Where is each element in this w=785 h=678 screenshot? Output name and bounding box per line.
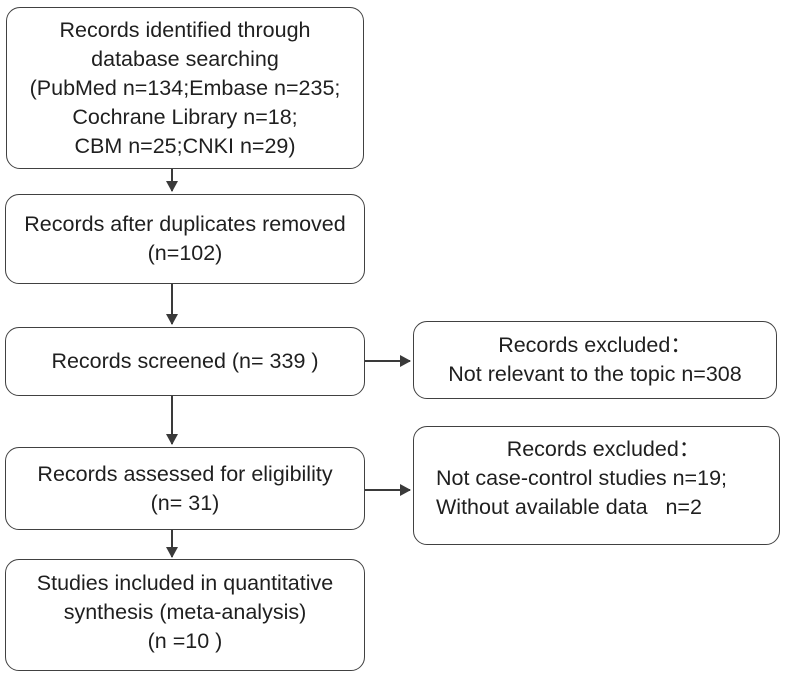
arrow-eligibility-to-included — [165, 530, 178, 558]
box-records-excluded-screening: Records excluded： Not relevant to the to… — [413, 321, 777, 399]
box-text-line: (PubMed n=134;Embase n=235; — [29, 75, 341, 100]
box-text-line: (n=102) — [147, 241, 223, 265]
arrow-duplicates-to-screened — [165, 284, 178, 325]
box-text-line: Not relevant to the topic n=308 — [448, 362, 742, 386]
arrow-screened-to-eligibility — [165, 396, 178, 445]
arrowhead-right-icon — [400, 483, 411, 496]
box-text-line: Studies included in quantitative — [36, 571, 334, 595]
arrowhead-right-icon — [400, 354, 411, 367]
arrowhead-down-icon — [165, 434, 178, 445]
box-records-identified: Records identified through database sear… — [6, 7, 364, 169]
arrowhead-down-icon — [165, 547, 178, 558]
box-text-line: (n= 31) — [150, 490, 220, 515]
arrow-screened-to-excluded — [365, 354, 411, 367]
box-studies-included: Studies included in quantitative synthes… — [5, 559, 365, 671]
arrowhead-down-icon — [165, 181, 178, 192]
box-text-line: (n =10 ) — [147, 629, 223, 653]
box-text-line: Records after duplicates removed — [24, 212, 346, 236]
arrow-identification-to-duplicates — [165, 169, 178, 192]
box-text-line: Records identified through — [59, 17, 311, 42]
arrow-eligibility-to-excluded — [365, 483, 411, 496]
box-duplicates-removed: Records after duplicates removed (n=102) — [5, 194, 365, 284]
box-text-line: Cochrane Library n=18; — [72, 104, 298, 129]
box-text-line: Records excluded： — [498, 333, 692, 357]
box-text-line: synthesis (meta-analysis) — [63, 600, 307, 624]
box-records-screened: Records screened (n= 339 ) — [5, 327, 365, 396]
arrowhead-down-icon — [165, 314, 178, 325]
box-text-line: Without available data n=2 — [436, 495, 702, 519]
box-text-line: CBM n=25;CNKI n=29) — [74, 133, 296, 158]
box-text-line: database searching — [91, 46, 279, 71]
box-text-line: Not case-control studies n=19; — [436, 466, 728, 490]
box-records-excluded-eligibility: Records excluded： Not case-control studi… — [413, 426, 780, 545]
box-text-line: Records excluded： — [506, 437, 701, 461]
box-text-line: Records assessed for eligibility — [37, 461, 333, 486]
box-text-line: Records screened (n= 339 ) — [51, 349, 319, 373]
box-assessed-eligibility: Records assessed for eligibility (n= 31) — [5, 447, 365, 530]
